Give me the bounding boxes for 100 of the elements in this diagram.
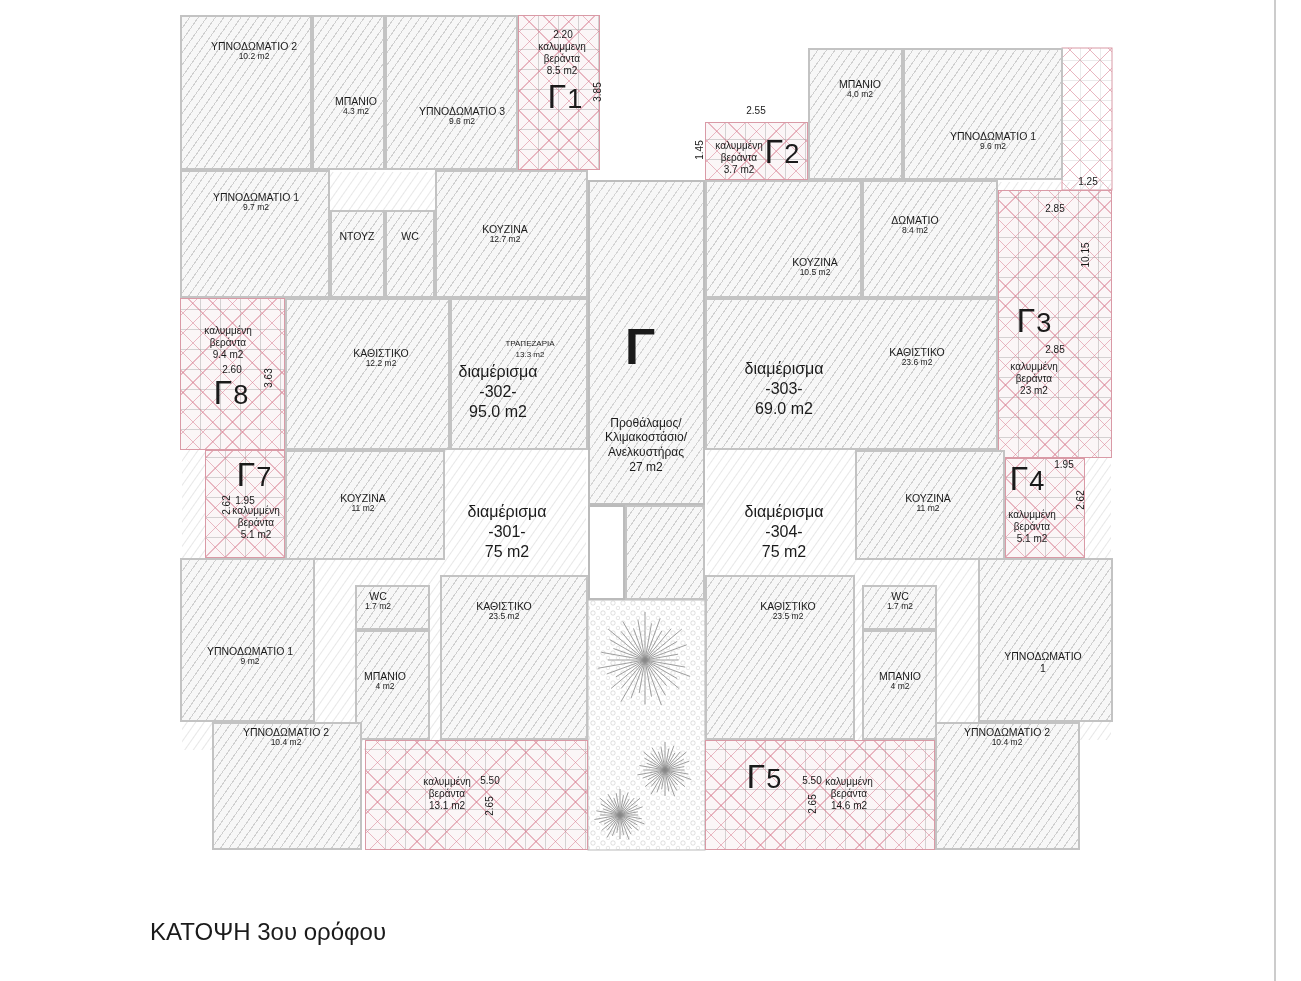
- dimension-label: 2.20: [553, 29, 573, 40]
- apartment-label: -302-: [479, 383, 517, 401]
- area-value: 4 m2: [890, 682, 910, 692]
- room-outline: [212, 722, 362, 850]
- dimension-label: 5.50: [480, 775, 500, 786]
- room-name: ΚΟΥΖΙΝΑ: [340, 492, 386, 505]
- room-name: ΜΠΑΝΙΟ: [879, 670, 921, 683]
- apartment-label: 75 m2: [484, 543, 530, 561]
- room-outline: [330, 210, 385, 298]
- apartment-label: -301-: [488, 523, 526, 541]
- dimension-label: 1.95: [235, 495, 255, 506]
- room-outline: [180, 558, 315, 722]
- room-name: ΔΩΜΑΤΙΟ: [891, 214, 939, 227]
- covered-veranda: [1005, 458, 1085, 558]
- room-outline: [285, 450, 445, 560]
- area-value: 4.3 m2: [343, 107, 369, 117]
- area-value: 4.0 m2: [847, 90, 873, 100]
- covered-veranda: [705, 122, 808, 180]
- room-outline: [180, 15, 312, 170]
- area-value: 13.1 m2: [428, 800, 466, 812]
- room-name: ΥΠΝΟΔΩΜΑΤΙΟ 2: [963, 726, 1051, 739]
- area-value: 11 m2: [351, 504, 375, 514]
- area-value: 23.5 m2: [772, 612, 804, 622]
- room-outline: [935, 722, 1080, 850]
- room-outline: [285, 298, 450, 450]
- area-value: 23.5 m2: [488, 612, 520, 622]
- area-value: 3.7 m2: [723, 164, 755, 176]
- area-value: 10.5 m2: [799, 268, 831, 278]
- area-value: 4 m2: [375, 682, 395, 692]
- area-value: 12.7 m2: [489, 235, 521, 245]
- room-name: ΚΑΘΙΣΤΙΚΟ: [889, 346, 945, 359]
- dimension-label: 2.62: [220, 495, 232, 515]
- room-outline: [450, 298, 588, 450]
- covered-veranda: [705, 740, 935, 850]
- room-outline: [855, 450, 1005, 560]
- apartment-label: διαμέρισμα: [744, 360, 824, 378]
- dimension-label: 1.45: [693, 140, 705, 160]
- room-name: ΚΑΘΙΣΤΙΚΟ: [760, 600, 816, 613]
- area-value: 10.4 m2: [270, 738, 302, 748]
- area-value: 9.6 m2: [980, 142, 1006, 152]
- area-value: 9.4 m2: [212, 349, 244, 361]
- apartment-label: 75 m2: [761, 543, 807, 561]
- room-name: ΥΠΝΟΔΩΜΑΤΙΟ 2: [242, 726, 330, 739]
- apartment-label: διαμέρισμα: [458, 363, 538, 381]
- area-value: 9.6 m2: [449, 117, 475, 127]
- room-name: 13.3 m2: [515, 350, 545, 360]
- room-name: ΥΠΝΟΔΩΜΑΤΙΟ 3: [418, 105, 506, 118]
- covered-veranda: [365, 740, 588, 850]
- room-outline: [705, 180, 862, 298]
- room-outline: [862, 585, 937, 630]
- veranda-label: καλυμμένη βεράντα: [232, 505, 280, 529]
- dimension-label: 2.60: [222, 364, 242, 375]
- dimension-label: 2.62: [1074, 490, 1086, 510]
- area-value: 5.1 m2: [1016, 533, 1048, 545]
- dimension-label: 2.85: [1045, 344, 1065, 355]
- apartment-label: διαμέρισμα: [467, 503, 547, 521]
- area-value: 10.4 m2: [991, 738, 1023, 748]
- area-value: 5.1 m2: [240, 529, 272, 541]
- area-value: 9 m2: [240, 657, 260, 667]
- dimension-label: 2.65: [483, 796, 495, 816]
- room-name: WC: [369, 590, 387, 603]
- lobby-marker: Γ: [624, 322, 656, 372]
- room-name: ΚΑΘΙΣΤΙΚΟ: [476, 600, 532, 613]
- room-name: ΝΤΟΥΖ: [339, 230, 375, 243]
- room-outline: [705, 298, 998, 450]
- dimension-label: 5.50: [802, 775, 822, 786]
- room-outline: [862, 180, 998, 298]
- area-value: 14.6 m2: [830, 800, 868, 812]
- room-outline: [808, 48, 903, 180]
- area-value: 9.7 m2: [243, 203, 269, 213]
- area-value: 10.2 m2: [238, 52, 270, 62]
- room-name: ΥΠΝΟΔΩΜΑΤΙΟ 1: [1004, 650, 1082, 675]
- room-name: ΥΠΝΟΔΩΜΑΤΙΟ 2: [210, 40, 298, 53]
- room-outline: [440, 575, 588, 740]
- veranda-label: καλυμμένη βεράντα: [715, 140, 763, 164]
- veranda-label: καλυμμενη βεράντα: [538, 41, 586, 65]
- plan-title: ΚΑΤΟΨΗ 3ου ορόφου: [150, 918, 387, 946]
- room-name: WC: [891, 590, 909, 603]
- dimension-label: 10.15: [1079, 242, 1091, 268]
- covered-veranda: [998, 190, 1112, 458]
- dimension-label: 3.85: [591, 82, 603, 102]
- veranda-label: καλυμμένη βεράντα: [423, 776, 471, 800]
- room-name: ΜΠΑΝΙΟ: [335, 95, 377, 108]
- room-name: ΤΡΑΠΕΖΑΡΙΑ: [505, 339, 555, 349]
- room-name: ΥΠΝΟΔΩΜΑΤΙΟ 1: [206, 645, 294, 658]
- apartment-label: 69.0 m2: [755, 400, 813, 418]
- room-outline: [180, 170, 330, 298]
- dimension-label: 2.85: [1045, 203, 1065, 214]
- apartment-label: -303-: [765, 380, 803, 398]
- room-outline: [312, 15, 385, 170]
- room-name: ΚΟΥΖΙΝΑ: [792, 256, 838, 269]
- veranda-label: καλυμμένη βεράντα: [204, 325, 252, 349]
- area-value: 23 m2: [1020, 385, 1048, 397]
- area-value: 23.6 m2: [901, 358, 933, 368]
- room-name: ΚΟΥΖΙΝΑ: [482, 223, 528, 236]
- veranda-label: καλυμμένη βεράντα: [1010, 361, 1058, 385]
- area-value: 1.7 m2: [365, 602, 391, 612]
- area-value: 8.5 m2: [546, 65, 578, 77]
- room-outline: [625, 505, 705, 600]
- room-outline: [705, 575, 855, 740]
